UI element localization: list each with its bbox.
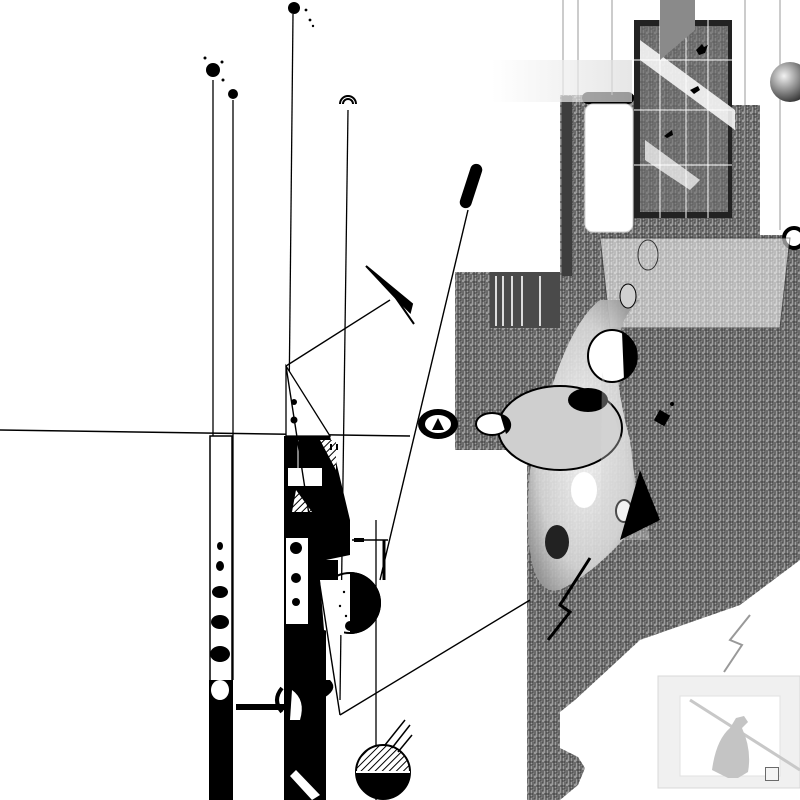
pennant-flag bbox=[365, 265, 414, 314]
oval-cluster bbox=[475, 239, 671, 591]
small-marks bbox=[330, 402, 674, 542]
rod-capsule bbox=[459, 163, 483, 209]
white-window bbox=[584, 103, 634, 233]
eye-symbol-icon bbox=[418, 409, 458, 439]
photo-strip-lines bbox=[495, 276, 541, 326]
black-tower bbox=[236, 436, 350, 800]
grid-panel bbox=[634, 0, 735, 218]
bird-icon bbox=[696, 44, 708, 55]
zigzag-faint bbox=[723, 614, 751, 673]
striped-circle bbox=[355, 719, 413, 800]
sphere bbox=[770, 62, 800, 102]
horizon-line bbox=[0, 429, 411, 437]
dotted-circle bbox=[319, 572, 381, 636]
bird-silhouette-icon bbox=[712, 716, 750, 778]
zigzag-bolt bbox=[546, 557, 592, 641]
arch-head-icon bbox=[339, 95, 357, 105]
diagonal-rods bbox=[285, 209, 531, 716]
pale-bar bbox=[492, 60, 632, 102]
photo-strip bbox=[490, 272, 560, 328]
stem-heads bbox=[203, 2, 315, 99]
signature-mark bbox=[765, 767, 779, 781]
ladder-column bbox=[209, 435, 233, 800]
pennant-pole bbox=[395, 297, 415, 325]
trapezoid-panel bbox=[599, 237, 791, 329]
